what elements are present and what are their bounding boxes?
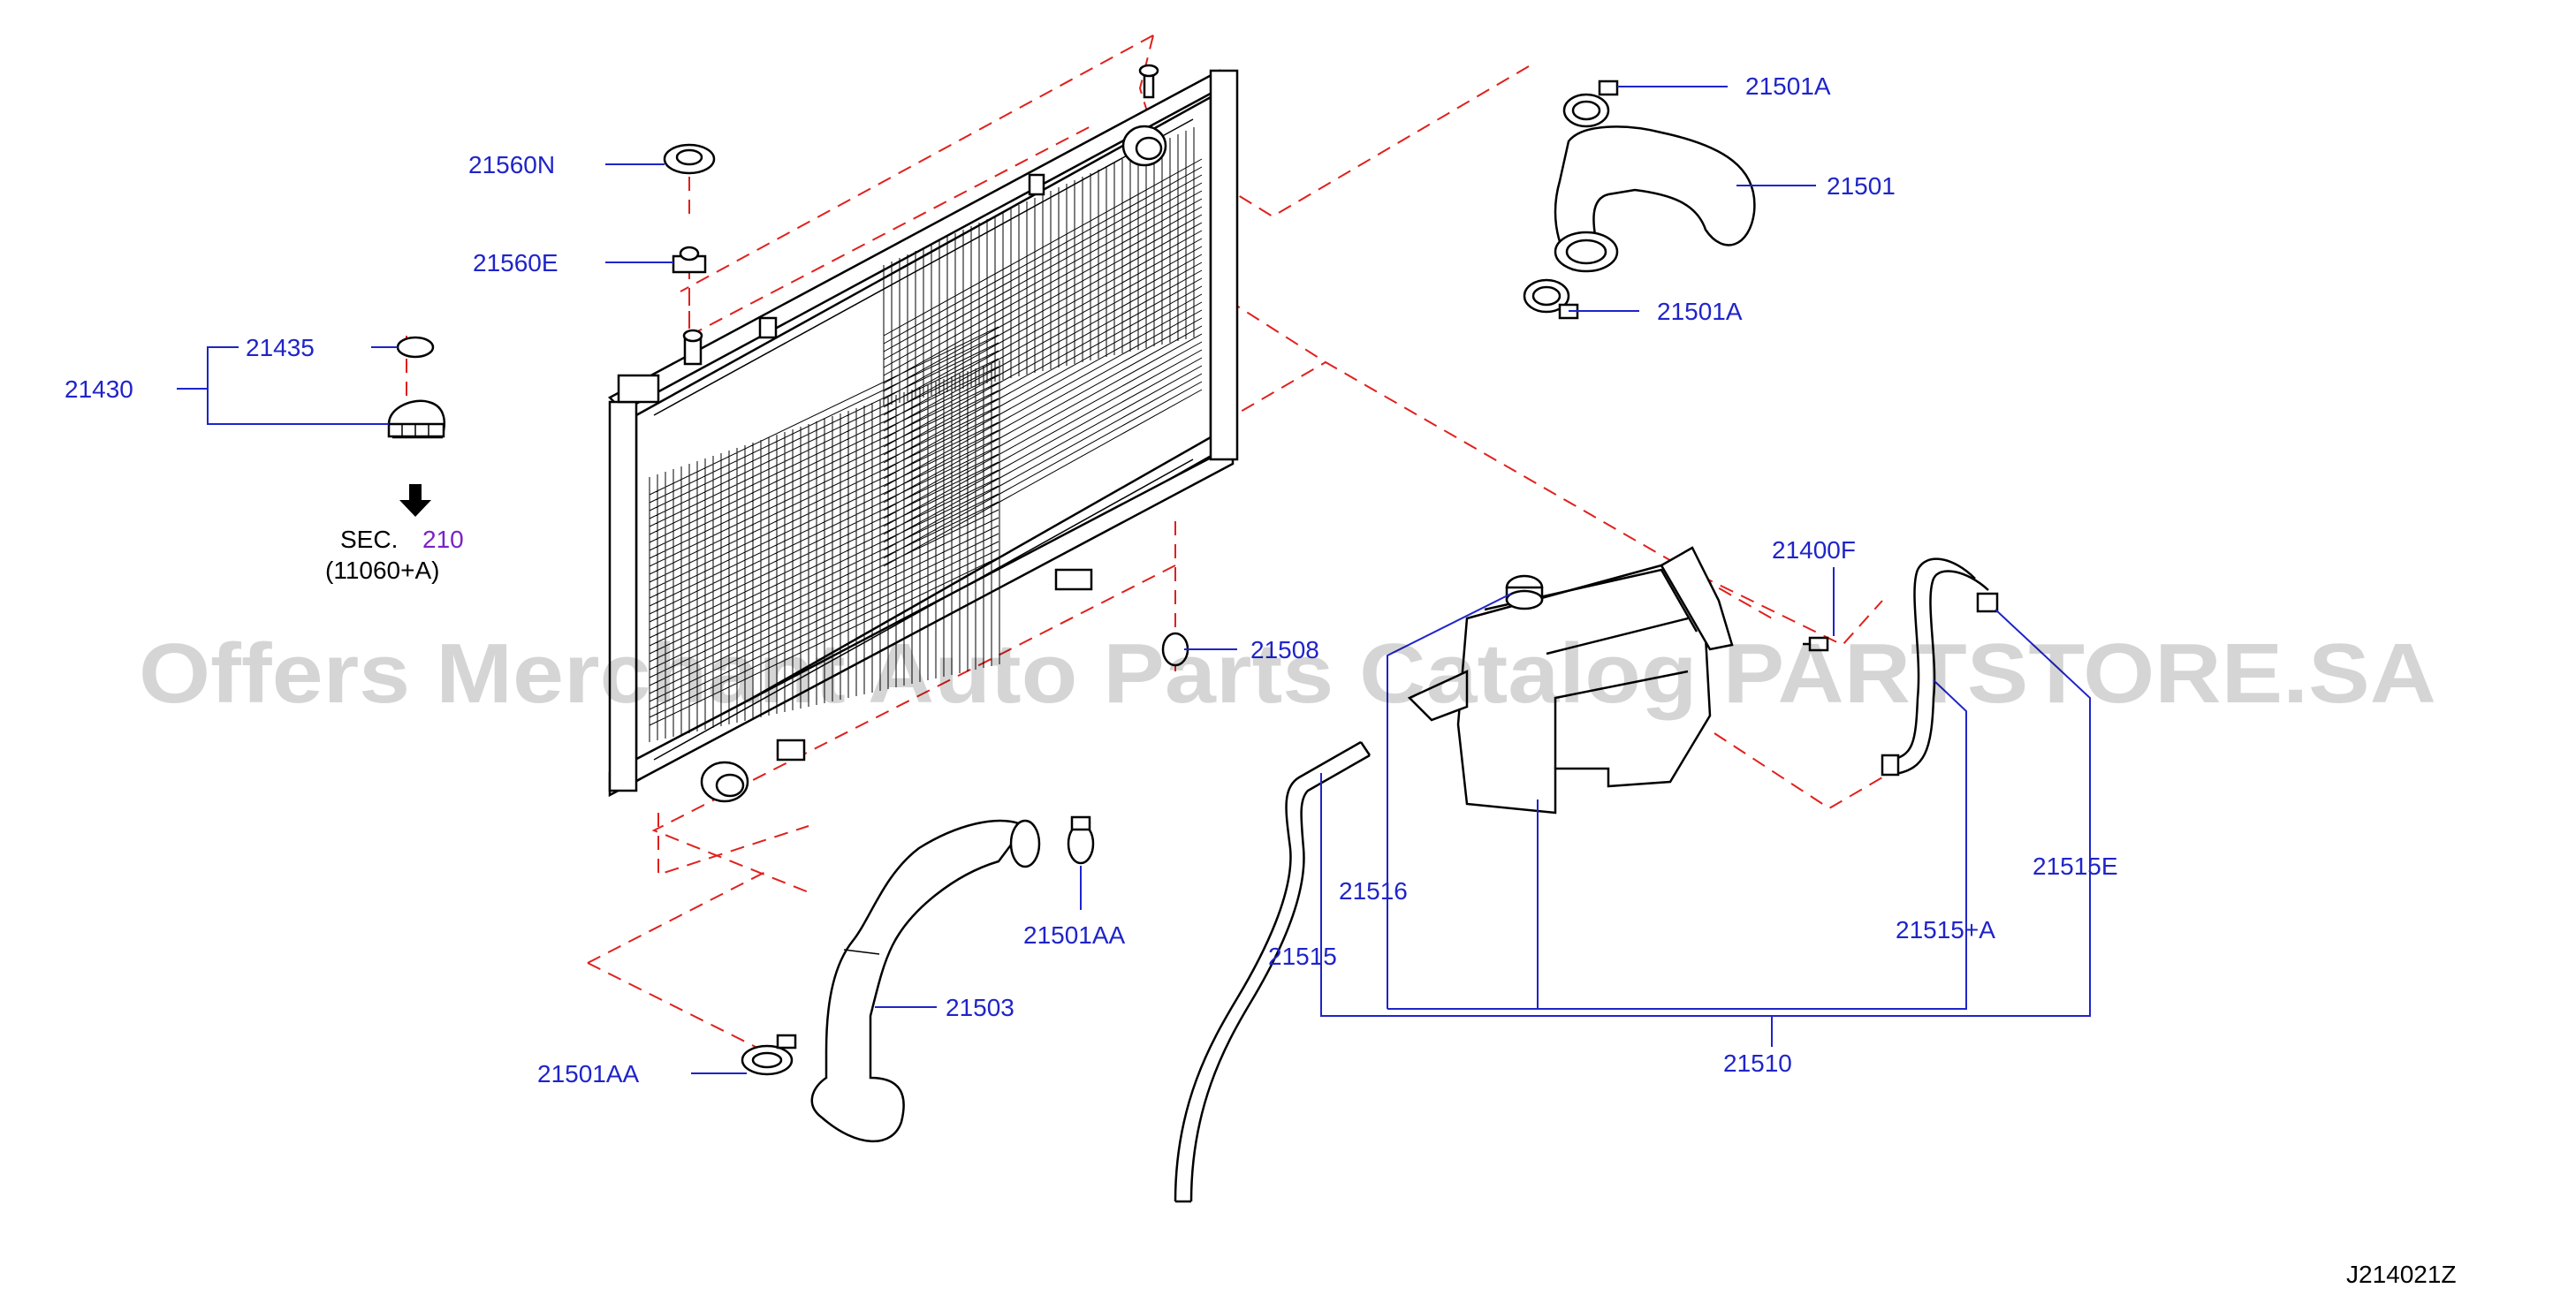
sec-arrow-icon <box>399 484 431 517</box>
label-21516[interactable]: 21516 <box>1339 877 1408 905</box>
hose-clamp-21501aa-right[interactable] <box>1067 815 1095 865</box>
label-sec-ref: (11060+A) <box>325 557 439 584</box>
label-21430[interactable]: 21430 <box>65 375 133 403</box>
reservoir-cap-21516[interactable] <box>1505 574 1544 610</box>
hose-clamp-21515e[interactable] <box>1976 592 1999 613</box>
drain-plug-21560e[interactable] <box>672 246 707 274</box>
hose-clamp-21501a-mid[interactable] <box>1523 278 1579 320</box>
label-sec-prefix: SEC. <box>340 526 398 553</box>
hose-clamp-21501aa-left[interactable] <box>741 1034 797 1076</box>
reservoir-hose-21515a[interactable] <box>1881 557 1989 777</box>
bolt-21400f[interactable] <box>1803 636 1829 652</box>
reservoir-tank-21510[interactable] <box>1407 546 1734 815</box>
label-21510[interactable]: 21510 <box>1723 1050 1792 1077</box>
label-21501[interactable]: 21501 <box>1827 172 1896 200</box>
label-sec-number[interactable]: 210 <box>422 526 464 553</box>
label-21400f[interactable]: 21400F <box>1772 536 1856 564</box>
diagram-code: J214021Z <box>2346 1261 2457 1288</box>
label-21560n[interactable]: 21560N <box>468 151 555 178</box>
label-21501a-mid[interactable]: 21501A <box>1657 298 1743 325</box>
label-21501a-top[interactable]: 21501A <box>1745 72 1831 100</box>
label-21503[interactable]: 21503 <box>946 994 1014 1021</box>
radiator-fin-hatching <box>649 127 1203 742</box>
part-labels: 21501A 21501 21501A 21560N 21560E 21435 … <box>65 72 2457 1288</box>
label-21515a[interactable]: 21515+A <box>1896 916 1995 943</box>
leader-lines <box>177 86 2091 1074</box>
radiator-cap-21430[interactable] <box>387 399 445 439</box>
label-21435[interactable]: 21435 <box>246 334 315 361</box>
radiator-upper-inlet[interactable] <box>1121 64 1167 167</box>
seal-ring-21435[interactable] <box>396 336 435 359</box>
label-21501aa-right[interactable]: 21501AA <box>1023 921 1126 949</box>
label-21501aa-left[interactable]: 21501AA <box>537 1060 640 1087</box>
hose-clamp-21501a-top[interactable] <box>1562 80 1619 128</box>
radiator-lower-outlet[interactable] <box>700 761 749 803</box>
lower-radiator-hose[interactable] <box>810 819 1041 1143</box>
radiator-filler-neck[interactable] <box>617 329 703 404</box>
label-21515[interactable]: 21515 <box>1268 943 1337 970</box>
radiator-mount-brackets <box>758 173 1093 762</box>
watermark-text: Offers Merchant Auto Parts Catalog PARTS… <box>139 626 2436 721</box>
label-21508[interactable]: 21508 <box>1250 636 1319 663</box>
label-21515e[interactable]: 21515E <box>2033 853 2118 880</box>
drain-cock-21560n[interactable] <box>663 143 716 175</box>
upper-radiator-hose[interactable] <box>1554 125 1756 273</box>
label-21560e[interactable]: 21560E <box>473 249 559 277</box>
overflow-hose-21515[interactable] <box>1174 740 1372 1203</box>
